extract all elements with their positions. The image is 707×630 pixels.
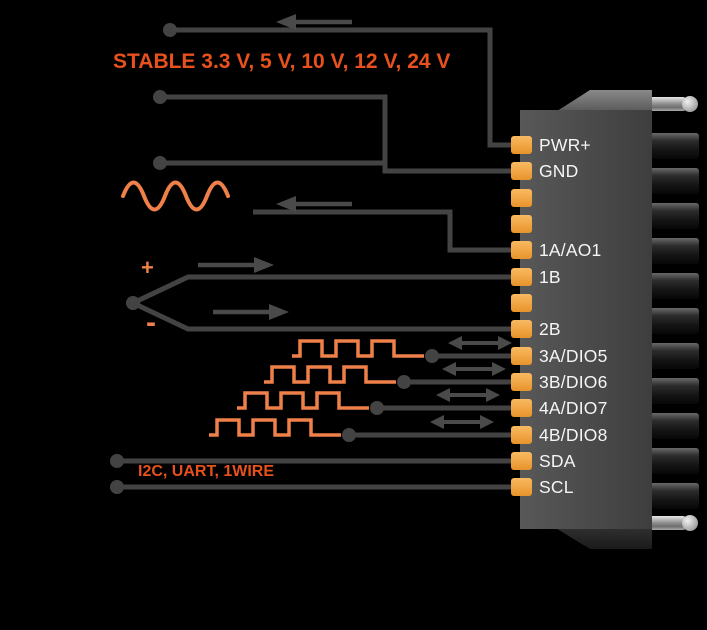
connector-prong <box>650 448 699 474</box>
junction-dot <box>153 156 167 170</box>
mounting-pin-shaft <box>646 516 686 530</box>
connector-pad <box>511 294 532 312</box>
arrow-left-icon <box>276 14 352 30</box>
junction-dot <box>425 349 439 363</box>
arrow-head <box>276 14 296 30</box>
arrow-right-icon <box>198 257 274 273</box>
arrow-right-icon <box>213 304 289 320</box>
connector-prong <box>650 168 699 194</box>
arrow-head <box>276 196 296 212</box>
arrow-head <box>442 362 456 376</box>
arrow-head <box>492 362 506 376</box>
mounting-pin-top <box>646 96 698 112</box>
connector-pad <box>511 162 532 180</box>
arrow-head <box>480 415 494 429</box>
connector-bottom-bevel <box>554 527 652 549</box>
arrow-head <box>498 336 512 350</box>
encoder-plus-label: + <box>141 255 154 280</box>
square-wave-icon <box>292 339 424 358</box>
square-wave-icon <box>209 418 341 437</box>
connector-pad <box>511 215 532 233</box>
pin-label-3a-dio5: 3A/DIO5 <box>539 345 608 366</box>
pin-label-sda: SDA <box>539 450 576 471</box>
connector-pad <box>511 241 532 259</box>
pin-label-3b-dio6: 3B/DIO6 <box>539 371 608 392</box>
connector-pad <box>511 452 532 470</box>
mounting-pin-cap <box>682 515 698 531</box>
connector-pin-rows <box>650 133 699 509</box>
arrow-head <box>430 415 444 429</box>
mounting-pin-shaft <box>646 97 686 111</box>
connector-prong <box>650 378 699 404</box>
square-wave-icon <box>237 391 369 410</box>
connector-prong <box>650 308 699 334</box>
arrow-bidirectional-icon <box>448 336 512 350</box>
waveforms <box>121 180 424 437</box>
connector-body <box>520 90 652 549</box>
junction-dot <box>110 480 124 494</box>
connector-prong <box>650 483 699 509</box>
connector-prong <box>650 343 699 369</box>
junction-dot <box>153 90 167 104</box>
wire-ao1 <box>253 209 513 253</box>
connector-pad <box>511 189 532 207</box>
wire-gnd <box>160 94 513 174</box>
junction-dot <box>342 428 356 442</box>
pin-label-pwr: PWR+ <box>539 134 591 155</box>
connector-pad <box>511 373 532 391</box>
square-wave-icon <box>264 365 396 384</box>
arrow-head <box>269 304 289 320</box>
arrow-bidirectional-icon <box>442 362 506 376</box>
connector-pad <box>511 478 532 496</box>
connector-prong <box>650 133 699 159</box>
connector-prong <box>650 238 699 264</box>
connector-face <box>520 110 652 529</box>
connector-pad <box>511 320 532 338</box>
arrow-head <box>486 388 500 402</box>
sine-wave-icon <box>121 180 230 212</box>
junction-dot <box>163 23 177 37</box>
connector-pads <box>511 136 532 496</box>
arrow-head <box>436 388 450 402</box>
connector-prong <box>650 273 699 299</box>
junction-dot <box>397 375 411 389</box>
mounting-pin-cap <box>682 96 698 112</box>
pin-label-1a-ao1: 1A/AO1 <box>539 239 602 260</box>
pin-label-gnd: GND <box>539 160 579 181</box>
arrow-head <box>448 336 462 350</box>
arrow-bidirectional-icon <box>436 388 500 402</box>
voltage-stability-label: STABLE 3.3 V, 5 V, 10 V, 12 V, 24 V <box>113 50 451 73</box>
connector-pad <box>511 399 532 417</box>
pin-label-4a-dio7: 4A/DIO7 <box>539 397 608 418</box>
pin-label-1b: 1B <box>539 266 561 287</box>
connector-pad <box>511 426 532 444</box>
direction-arrows <box>198 14 512 429</box>
connector-pad <box>511 136 532 154</box>
junction-dot <box>370 401 384 415</box>
wire-pwr <box>170 27 513 148</box>
connector-prong <box>650 413 699 439</box>
wires <box>117 27 513 490</box>
junction-dot <box>126 296 140 310</box>
arrow-bidirectional-icon <box>430 415 494 429</box>
junction-dot <box>110 454 124 468</box>
wire-1b <box>131 274 513 306</box>
connector-top-bevel <box>554 90 652 113</box>
mounting-pin-bottom <box>646 515 698 531</box>
pin-label-4b-dio8: 4B/DIO8 <box>539 424 608 445</box>
bus-protocols-label: I2C, UART, 1WIRE <box>138 463 275 480</box>
connector-pad <box>511 347 532 365</box>
wire-2b <box>131 300 513 332</box>
connector-pad <box>511 268 532 286</box>
encoder-minus-label: - <box>146 306 156 339</box>
arrow-head <box>254 257 274 273</box>
connector-prong <box>650 203 699 229</box>
arrow-left-icon <box>276 196 352 212</box>
junction-dots <box>110 23 439 494</box>
pin-label-2b: 2B <box>539 318 561 339</box>
pin-label-scl: SCL <box>539 476 574 497</box>
